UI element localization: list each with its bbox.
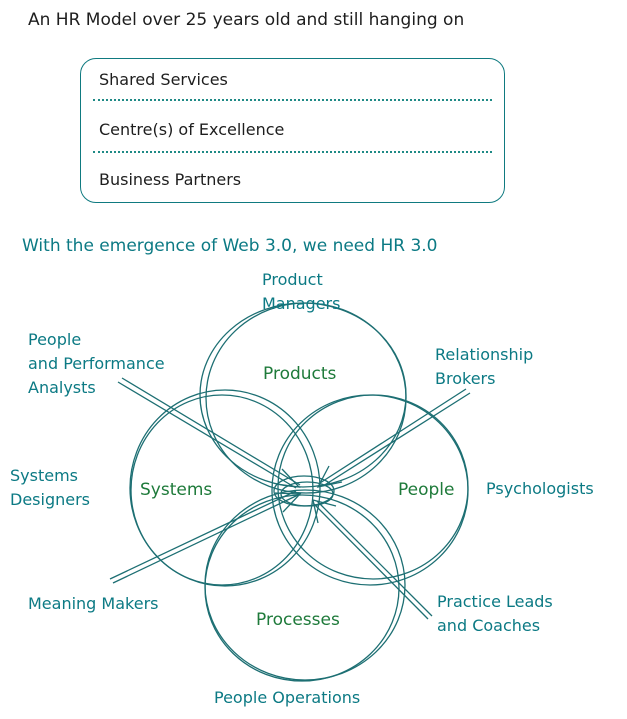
role-line: Relationship — [435, 345, 534, 364]
row-business-partners: Business Partners — [99, 170, 242, 189]
role-people-analysts: People and Performance Analysts — [28, 328, 165, 400]
title: An HR Model over 25 years old and still … — [28, 10, 465, 30]
role-line: Systems — [10, 466, 78, 485]
role-line: and Performance — [28, 354, 165, 373]
circle-people-sketch — [277, 394, 469, 580]
circle-label-systems: Systems — [140, 480, 213, 500]
divider — [93, 151, 492, 153]
role-line: Designers — [10, 490, 90, 509]
role-relationship-brokers: Relationship Brokers — [435, 343, 533, 391]
role-practice-leads: Practice Leads and Coaches — [437, 590, 553, 638]
role-product-managers: Product Managers — [262, 268, 340, 316]
circle-systems — [129, 389, 321, 587]
circle-label-products: Products — [263, 364, 337, 384]
role-meaning-makers: Meaning Makers — [28, 594, 159, 613]
circle-processes-sketch — [204, 494, 400, 682]
circle-label-people: People — [398, 480, 455, 500]
role-psychologists: Psychologists — [486, 479, 594, 498]
arrow-meaning-makers — [109, 490, 302, 584]
arrow-practice-leads — [312, 499, 433, 620]
arrow-relationship-brokers — [316, 388, 471, 488]
divider — [93, 99, 492, 101]
role-line: People — [28, 330, 82, 349]
hr-model-box: Shared Services Centre(s) of Excellence … — [80, 58, 505, 203]
role-people-operations: People Operations — [214, 688, 361, 707]
role-line: Analysts — [28, 378, 96, 397]
row-shared-services: Shared Services — [99, 70, 228, 89]
row-centres-of-excellence: Centre(s) of Excellence — [99, 120, 285, 139]
subtitle: With the emergence of Web 3.0, we need H… — [22, 236, 438, 256]
role-line: Brokers — [435, 369, 496, 388]
role-line: Product — [262, 270, 323, 289]
arrow-people-analysts — [117, 377, 301, 489]
role-line: and Coaches — [437, 616, 541, 635]
circle-products-sketch — [205, 302, 407, 494]
role-line: Managers — [262, 294, 341, 313]
center-knot-sketch — [280, 481, 334, 507]
role-line: Practice Leads — [437, 592, 553, 611]
role-systems-designers: Systems Designers — [10, 464, 90, 512]
circle-label-processes: Processes — [256, 610, 340, 630]
